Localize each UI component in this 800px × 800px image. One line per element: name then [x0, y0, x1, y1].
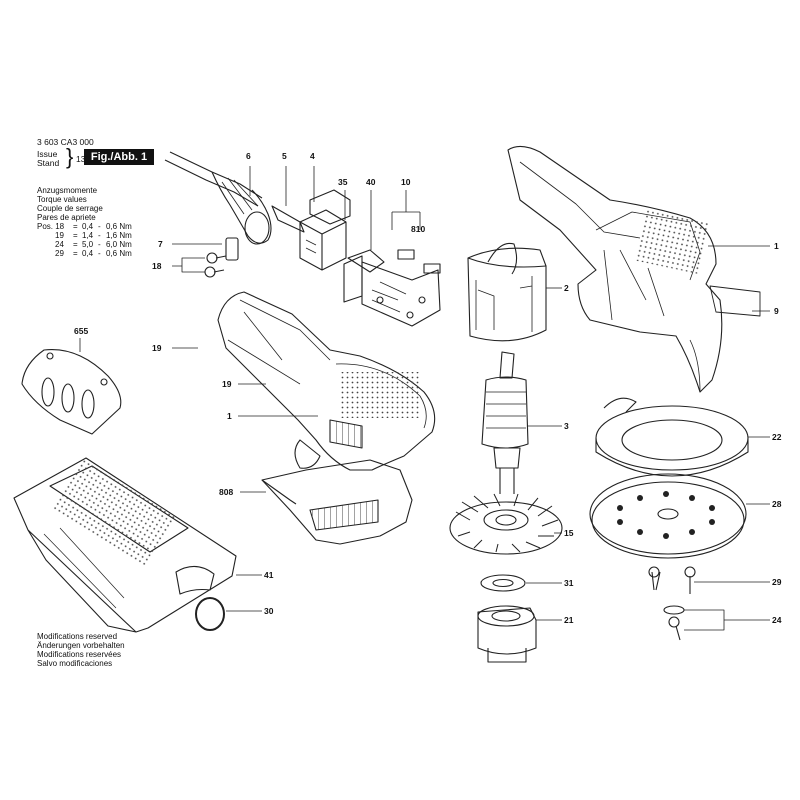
stand-label: Stand	[37, 158, 60, 168]
housing-half-right	[507, 145, 761, 393]
note-de: Änderungen vorbehalten	[37, 641, 125, 650]
label-18: 18	[152, 261, 162, 271]
label-29: 29	[772, 577, 782, 587]
label-28: 28	[772, 499, 782, 509]
label-21: 21	[564, 615, 574, 625]
label-1-left: 1	[227, 411, 232, 421]
torque-row: 24 = 5,0 - 6,0 Nm	[55, 240, 132, 249]
label-7: 7	[158, 239, 163, 249]
field-coil	[467, 242, 547, 342]
label-6: 6	[246, 151, 251, 161]
part-number: 3 603 CA3 000	[37, 137, 94, 147]
screw-24	[663, 605, 685, 641]
dust-box	[13, 457, 237, 633]
torque-title-de: Anzugsmomente	[37, 186, 98, 195]
housing-half-left	[217, 291, 436, 471]
label-19-top: 19	[152, 343, 162, 353]
cover-plate	[21, 348, 122, 435]
switch	[299, 189, 351, 271]
backing-pad	[595, 397, 749, 477]
note-fr: Modifications reservées	[37, 650, 122, 659]
armature	[481, 351, 529, 494]
torque-title-es: Pares de apriete	[37, 213, 96, 222]
label-5: 5	[282, 151, 287, 161]
brace: }	[66, 144, 74, 169]
part-labels: 6 5 4 35 40 10 810 7 18 655 19 19 1 808 …	[74, 151, 782, 625]
label-40: 40	[366, 177, 376, 187]
label-9: 9	[774, 306, 779, 316]
o-ring	[195, 597, 225, 631]
label-15: 15	[564, 528, 574, 538]
label-35: 35	[338, 177, 348, 187]
issue-label: Issue	[37, 149, 58, 159]
bearing-flange	[477, 605, 537, 663]
label-30: 30	[264, 606, 274, 616]
sanding-disc	[589, 473, 747, 559]
modification-notes: Modifications reserved Änderungen vorbeh…	[37, 632, 125, 668]
note-en: Modifications reserved	[37, 632, 118, 641]
label-4: 4	[310, 151, 315, 161]
cable-clamp	[271, 205, 305, 233]
electronics-module	[343, 249, 441, 327]
label-24: 24	[772, 615, 782, 625]
figure-label: Fig./Abb. 1	[84, 149, 154, 165]
torque-row: 19 = 1,4 - 1,6 Nm	[55, 231, 132, 240]
label-810: 810	[411, 224, 425, 234]
label-19-mid: 19	[222, 379, 232, 389]
label-2: 2	[564, 283, 569, 293]
carbon-brushes	[397, 249, 441, 274]
washer	[480, 574, 526, 592]
screws-18	[204, 237, 239, 278]
label-3: 3	[564, 421, 569, 431]
fan	[449, 493, 563, 555]
screws-29	[648, 566, 696, 594]
label-655: 655	[74, 326, 88, 336]
torque-title-en: Torque values	[37, 195, 87, 204]
label-10: 10	[401, 177, 411, 187]
leader-lines	[79, 166, 770, 631]
torque-table: Anzugsmomente Torque values Couple de se…	[37, 186, 132, 258]
torque-title-fr: Couple de serrage	[37, 204, 103, 213]
label-1-right: 1	[774, 241, 779, 251]
label-808: 808	[219, 487, 233, 497]
torque-row: Pos. 18 = 0,4 - 0,6 Nm	[37, 222, 132, 231]
sanding-base	[261, 459, 413, 545]
note-es: Salvo modificaciones	[37, 659, 113, 668]
label-22: 22	[772, 432, 782, 442]
power-cord	[164, 151, 272, 245]
label-31: 31	[564, 578, 574, 588]
torque-row: 29 = 0,4 - 0,6 Nm	[55, 249, 132, 258]
label-41: 41	[264, 570, 274, 580]
